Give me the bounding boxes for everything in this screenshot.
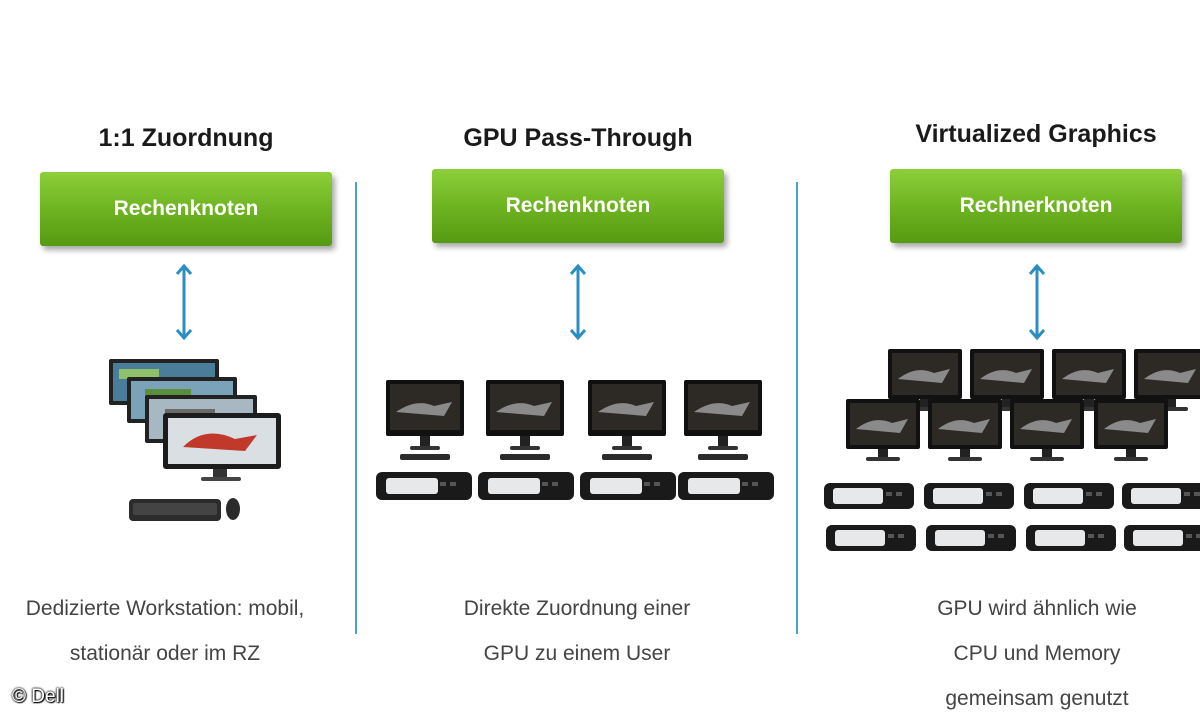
column-1-description-line-1: Dedizierte Workstation: mobil, — [25, 597, 305, 620]
column-2-node-label: Rechenknoten — [505, 194, 651, 217]
monitor-3 — [588, 380, 666, 460]
monitor-4 — [684, 380, 762, 460]
monitor-1 — [386, 380, 464, 460]
column-3-description-line-2: CPU und Memory — [953, 642, 1121, 665]
column-1-bidirectional-arrow-icon — [175, 263, 193, 341]
thin-client-3 — [580, 472, 676, 500]
thin-clients-many-illustration — [824, 349, 1200, 551]
thin-client-1 — [376, 472, 472, 500]
thin-client-row-2 — [826, 525, 1200, 551]
column-3-title: Virtualized Graphics — [915, 120, 1157, 148]
column-1-description-line-2: stationär oder im RZ — [69, 642, 261, 665]
thin-client-row-1 — [824, 483, 1200, 509]
monitor-front — [163, 413, 281, 481]
thin-clients-4-illustration — [376, 380, 774, 500]
thin-client-2 — [478, 472, 574, 500]
keyboard-and-mouse — [129, 498, 240, 521]
column-2-compute-node: Rechenknoten — [432, 169, 724, 243]
thin-client-4 — [678, 472, 774, 500]
column-3-description-line-3: gemeinsam genutzt — [945, 687, 1129, 710]
column-2-bidirectional-arrow-icon — [569, 263, 587, 341]
column-2-description: Direkte Zuordnung einer GPU zu einem Use… — [412, 586, 742, 676]
column-1-description: Dedizierte Workstation: mobil, stationär… — [0, 586, 330, 676]
monitor-2 — [486, 380, 564, 460]
column-2-title: GPU Pass-Through — [463, 124, 693, 152]
column-3-bidirectional-arrow-icon — [1028, 263, 1046, 341]
column-3-description: GPU wird ähnlich wie CPU und Memory geme… — [872, 586, 1200, 721]
column-2-description-line-1: Direkte Zuordnung einer — [463, 597, 691, 620]
workstation-monitors-illustration — [109, 359, 281, 521]
column-3-compute-node: Rechnerknoten — [890, 169, 1182, 243]
column-1-node-label: Rechenknoten — [113, 197, 259, 220]
column-2-description-line-2: GPU zu einem User — [483, 642, 671, 665]
column-3-node-label: Rechnerknoten — [959, 194, 1113, 217]
column-3-description-line-1: GPU wird ähnlich wie — [937, 597, 1137, 620]
column-1-title: 1:1 Zuordnung — [98, 124, 274, 152]
divider-2 — [796, 182, 798, 634]
copyright-notice: © Dell — [12, 686, 65, 707]
divider-1 — [355, 182, 357, 634]
column-1-compute-node: Rechenknoten — [40, 172, 332, 246]
